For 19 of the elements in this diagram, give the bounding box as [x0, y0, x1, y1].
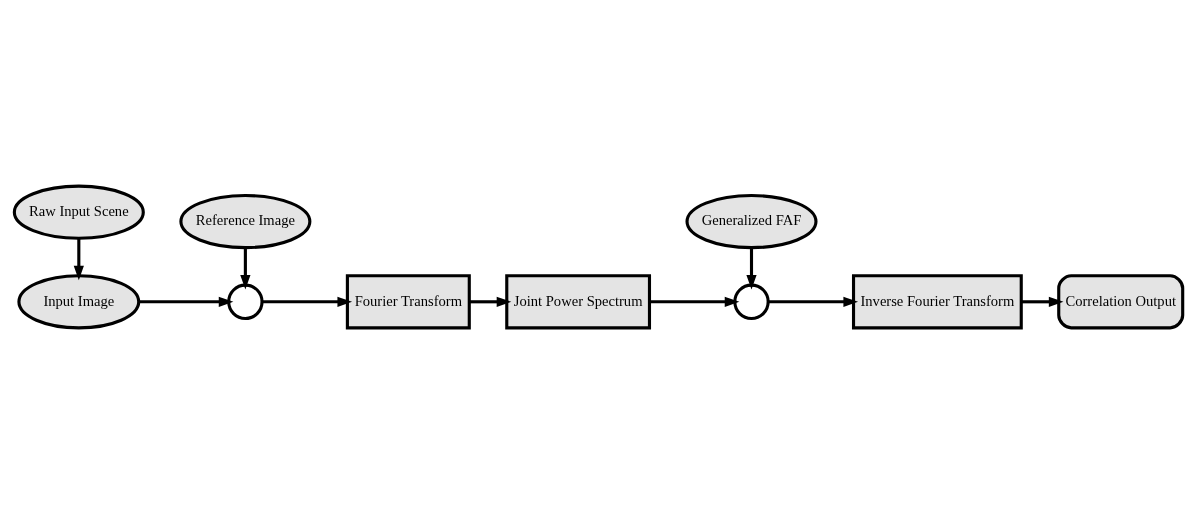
- node-circle: [227, 283, 264, 320]
- node-circle: [733, 283, 770, 320]
- node-box: Joint Power Spectrum: [505, 273, 652, 329]
- node-ellipse: Input Image: [17, 273, 141, 329]
- node-box: Inverse Fourier Transform: [851, 273, 1023, 329]
- node-ellipse: Generalized FAF: [685, 193, 818, 249]
- arrow: [469, 296, 512, 307]
- arrow: [746, 247, 757, 290]
- node-box: Correlation Output: [1057, 273, 1185, 329]
- node-ellipse: Raw Input Scene: [12, 184, 145, 240]
- arrow: [1021, 296, 1064, 307]
- node-box: Fourier Transform: [345, 273, 471, 329]
- arrow: [240, 247, 251, 290]
- arrow: [262, 296, 353, 307]
- arrow: [73, 237, 84, 280]
- arrow: [649, 296, 740, 307]
- node-ellipse: Reference Image: [179, 193, 312, 249]
- arrow: [138, 296, 234, 307]
- arrow: [768, 296, 859, 307]
